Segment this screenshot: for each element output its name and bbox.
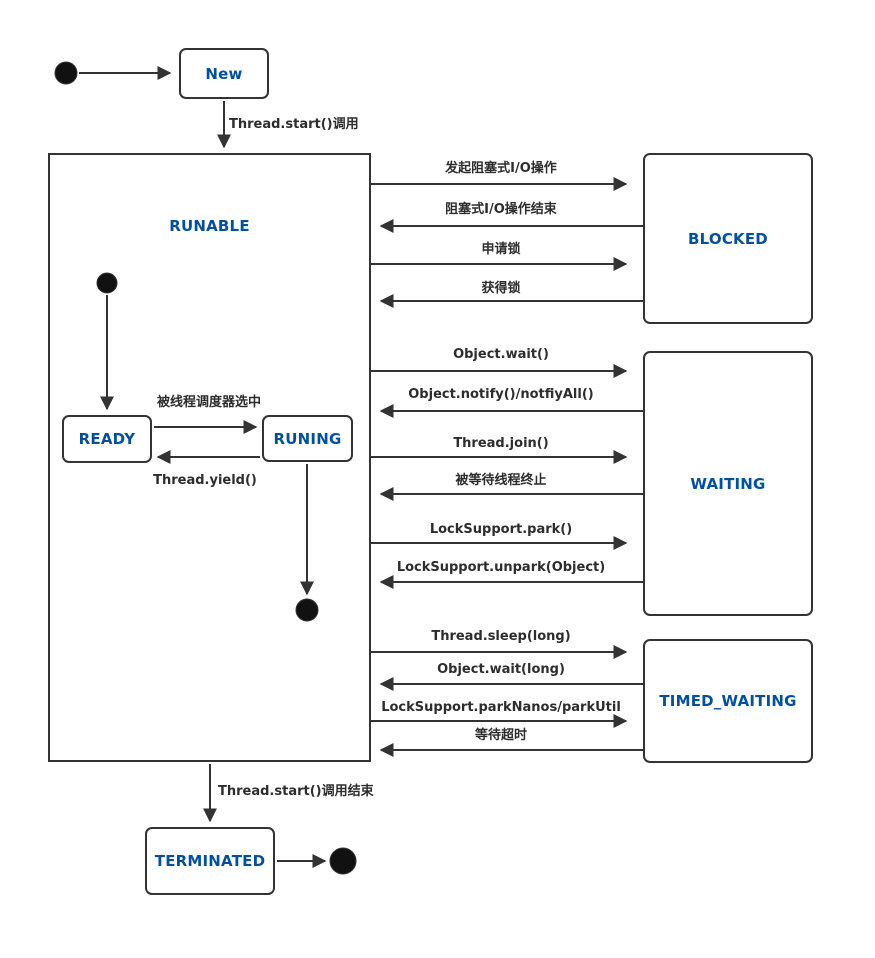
state-label-runnable: RUNABLE (169, 217, 250, 235)
state-label-new: New (205, 64, 243, 83)
edge-label-thread-sleep: Thread.sleep(long) (431, 629, 571, 644)
state-label-waiting: WAITING (690, 474, 766, 493)
state-box-running: RUNING (262, 415, 353, 462)
state-label-ready: READY (78, 430, 136, 448)
edge-label-thread-start-end: Thread.start()调用结束 (218, 784, 374, 799)
state-label-running: RUNING (273, 429, 342, 448)
state-label-blocked: BLOCKED (688, 229, 768, 248)
edge-label-thread-join: Thread.join() (453, 436, 549, 451)
edge-label-lock-acquire: 获得锁 (481, 281, 521, 296)
edge-label-scheduler-select: 被线程调度器选中 (156, 395, 261, 410)
state-box-new: New (179, 48, 269, 99)
edge-label-object-wait-long: Object.wait(long) (437, 662, 565, 677)
edge-label-object-notify: Object.notify()/notfiyAll() (408, 387, 594, 402)
edge-label-locksupport-park: LockSupport.park() (429, 522, 573, 537)
state-label-terminated: TERMINATED (154, 852, 266, 870)
edge-label-thread-yield: Thread.yield() (153, 473, 257, 488)
end-dot (329, 847, 357, 875)
state-box-blocked: BLOCKED (643, 153, 813, 324)
edge-label-awaited-thread-end: 被等待线程终止 (455, 473, 547, 488)
edge-label-lock-request: 申请锁 (481, 242, 521, 257)
edge-label-io-block: 发起阻塞式I/O操作 (445, 161, 557, 176)
state-box-ready: READY (62, 415, 152, 463)
edge-label-wait-timeout: 等待超时 (474, 728, 527, 743)
state-box-terminated: TERMINATED (145, 827, 275, 895)
state-label-timed-waiting: TIMED_WAITING (659, 692, 797, 710)
edge-label-locksupport-unpark: LockSupport.unpark(Object) (396, 560, 606, 575)
edge-label-locksupport-parknanos: LockSupport.parkNanos/parkUtil (381, 700, 621, 715)
edge-label-object-wait: Object.wait() (453, 347, 549, 362)
state-box-waiting: WAITING (643, 351, 813, 616)
state-box-timed-waiting: TIMED_WAITING (643, 639, 813, 763)
start-dot (54, 61, 78, 85)
edge-label-thread-start: Thread.start()调用 (229, 117, 359, 132)
edge-label-io-done: 阻塞式I/O操作结束 (445, 202, 557, 217)
